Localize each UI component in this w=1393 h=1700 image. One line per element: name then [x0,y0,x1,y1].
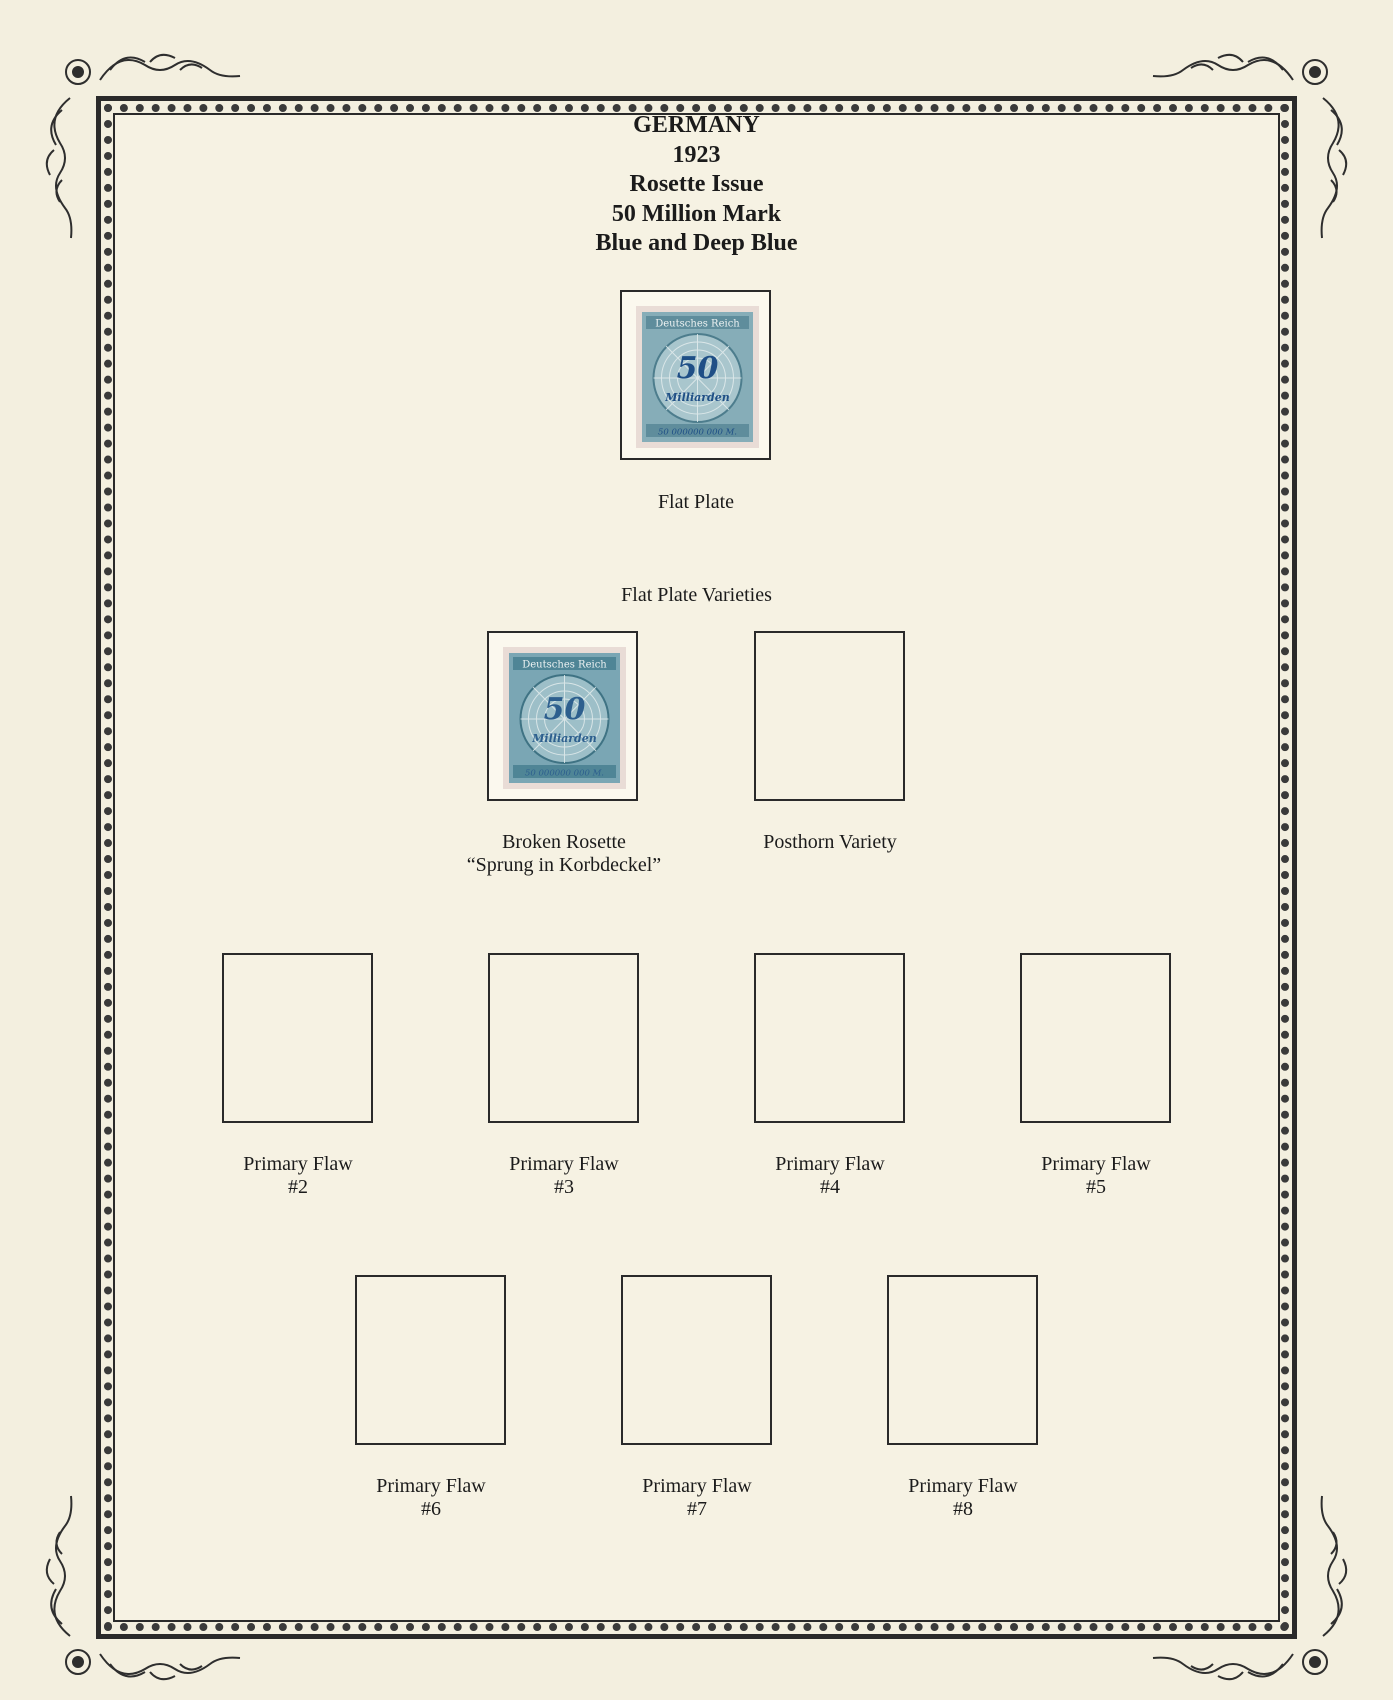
stamp-slot-primary-flaw-7[interactable] [621,1275,772,1445]
caption-line: #2 [288,1176,308,1198]
stamp-top-text: Deutsches Reich [522,660,607,671]
stamp-bottom-text: 50 000000 000 M. [525,769,604,779]
caption-primary-flaw-7: Primary Flaw #7 [567,1475,827,1521]
stamp-numeral: 50 [677,351,719,386]
page-title: GERMANY 1923 Rosette Issue 50 Million Ma… [0,111,1393,259]
section-label-varieties: Flat Plate Varieties [621,584,772,606]
stamp-top-text: Deutsches Reich [655,319,740,330]
caption-line: Flat Plate [657,491,735,513]
caption-line: #3 [554,1176,574,1198]
stamp-slot-primary-flaw-2[interactable] [222,953,373,1123]
stamp-slot-posthorn-variety[interactable] [754,631,905,801]
stamp-word: Milliarden [531,732,597,745]
caption-line: #8 [953,1498,973,1520]
stamp-slot-broken-rosette[interactable]: Deutsches Reich 50 Milliarden 50 000000 … [487,631,638,801]
stamp-numeral: 50 [544,692,586,727]
caption-primary-flaw-5: Primary Flaw #5 [966,1153,1226,1199]
caption-line: #4 [820,1176,840,1198]
page-border-outer [96,96,1297,1639]
title-country: GERMANY [633,112,760,138]
caption-line: Primary Flaw [376,1475,486,1497]
caption-line: Primary Flaw [243,1153,353,1175]
caption-primary-flaw-2: Primary Flaw #2 [168,1153,428,1199]
stamp-image: Deutsches Reich 50 Milliarden 50 000000 … [636,306,759,448]
title-color: Blue and Deep Blue [595,230,798,256]
stamp-slot-flat-plate[interactable]: Deutsches Reich 50 Milliarden 50 000000 … [620,290,771,460]
stamp-slot-primary-flaw-8[interactable] [887,1275,1038,1445]
caption-line: Primary Flaw [775,1153,885,1175]
caption-line: Primary Flaw [908,1475,1018,1497]
stamp-slot-primary-flaw-3[interactable] [488,953,639,1123]
caption-broken-rosette: Broken Rosette “Sprung in Korbdeckel” [434,831,694,877]
stamp-image: Deutsches Reich 50 Milliarden 50 000000 … [503,647,626,789]
title-year: 1923 [672,141,721,168]
stamp-slot-primary-flaw-5[interactable] [1020,953,1171,1123]
title-issue: Rosette Issue [629,171,764,197]
page-border-chain [104,104,1289,1631]
caption-line: Broken Rosette [502,831,626,853]
caption-line: Primary Flaw [1041,1153,1151,1175]
caption-line: Primary Flaw [509,1153,619,1175]
caption-line: Primary Flaw [642,1475,752,1497]
caption-line: #7 [687,1498,707,1520]
caption-primary-flaw-6: Primary Flaw #6 [301,1475,561,1521]
stamp-slot-primary-flaw-4[interactable] [754,953,905,1123]
caption-posthorn-variety: Posthorn Variety [700,831,960,854]
caption-line: #5 [1086,1176,1106,1198]
title-denomination: 50 Million Mark [611,200,782,227]
caption-line: #6 [421,1498,441,1520]
caption-flat-plate: Flat Plate [566,491,826,514]
caption-line: “Sprung in Korbdeckel” [466,854,662,876]
caption-primary-flaw-3: Primary Flaw #3 [434,1153,694,1199]
stamp-slot-primary-flaw-6[interactable] [355,1275,506,1445]
stamp-word: Milliarden [664,391,730,404]
caption-primary-flaw-4: Primary Flaw #4 [700,1153,960,1199]
stamp-bottom-text: 50 000000 000 M. [658,428,737,438]
caption-primary-flaw-8: Primary Flaw #8 [833,1475,1093,1521]
caption-line: Posthorn Variety [763,831,897,853]
